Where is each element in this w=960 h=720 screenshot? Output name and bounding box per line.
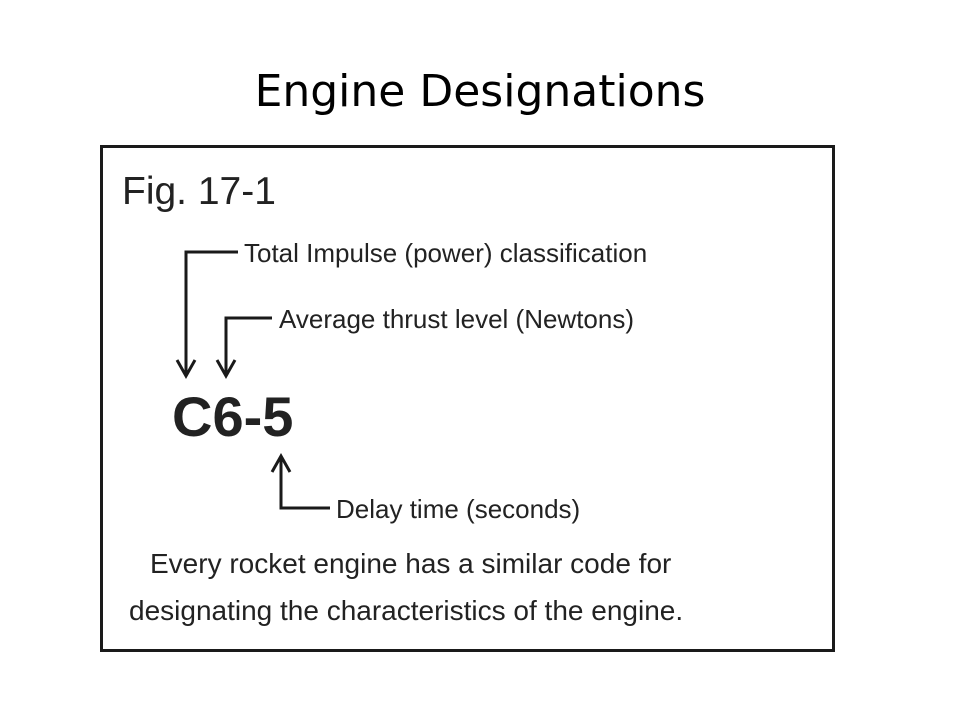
caption-line-1: Every rocket engine has a similar code f… [150,548,671,579]
figure-frame [100,145,835,652]
engine-code: C6-5 [172,385,293,448]
figure-label: Fig. 17-1 [122,170,276,213]
slide-title: Engine Designations [254,66,706,117]
delay-time-connector [279,458,330,510]
average-thrust-arrowhead [215,359,237,380]
average-thrust-connector [224,316,272,374]
delay-time-arrowhead [270,452,292,473]
total-impulse-arrowhead [175,359,197,380]
total-impulse-label: Total Impulse (power) classification [244,238,647,268]
caption-line-2: designating the characteristics of the e… [129,595,683,626]
total-impulse-connector [184,250,238,374]
delay-time-label: Delay time (seconds) [336,494,580,524]
average-thrust-label: Average thrust level (Newtons) [279,304,634,334]
